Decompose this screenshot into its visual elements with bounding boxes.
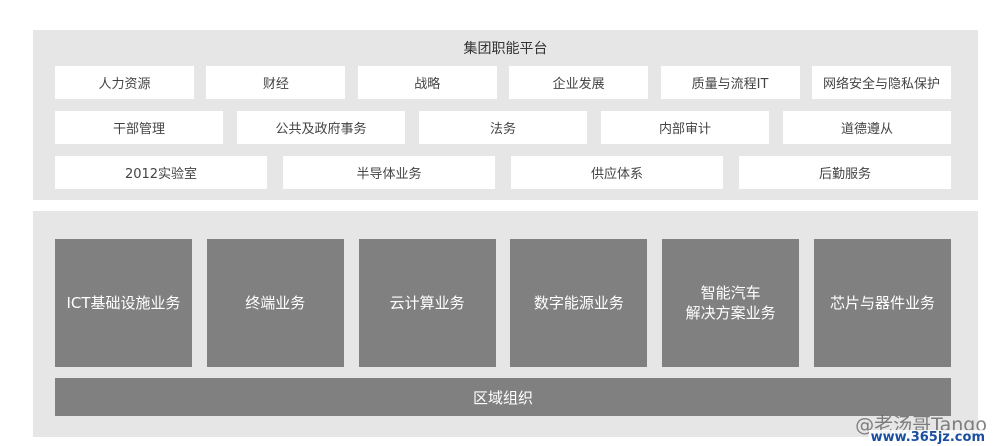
- business-unit-consumer: 终端业务: [206, 239, 344, 367]
- platform-item: 公共及政府事务: [237, 111, 405, 144]
- business-unit-ict: ICT基础设施业务: [55, 239, 192, 367]
- group-functional-platform-panel: 集团职能平台 人力资源 财经 战略 企业发展 质量与流程IT 网络安全与隐私保护…: [33, 30, 978, 200]
- platform-item: 人力资源: [55, 66, 194, 99]
- platform-item: 质量与流程IT: [660, 66, 800, 99]
- business-unit-chips-devices: 芯片与器件业务: [813, 239, 951, 367]
- platform-row-3: 2012实验室 半导体业务 供应体系 后勤服务: [55, 156, 951, 189]
- business-unit-label: 数字能源业务: [533, 294, 624, 312]
- business-unit-cloud: 云计算业务: [358, 239, 496, 367]
- business-unit-digital-power: 数字能源业务: [510, 239, 648, 367]
- business-unit-intelligent-automotive: 智能汽车 解决方案业务: [662, 239, 800, 367]
- platform-item: 内部审计: [601, 111, 769, 144]
- platform-item: 干部管理: [55, 111, 223, 144]
- platform-item: 供应体系: [511, 156, 723, 189]
- platform-item: 道德遵从: [783, 111, 951, 144]
- business-groups-panel: ICT基础设施业务 终端业务 云计算业务 数字能源业务 智能汽车 解决方案业务 …: [33, 211, 978, 437]
- platform-item: 法务: [419, 111, 587, 144]
- platform-item: 财经: [206, 66, 346, 99]
- platform-item: 半导体业务: [283, 156, 495, 189]
- platform-item: 网络安全与隐私保护: [811, 66, 951, 99]
- business-unit-label: 终端业务: [245, 294, 306, 312]
- business-unit-label-line2: 解决方案业务: [685, 304, 776, 322]
- business-unit-label: 芯片与器件业务: [829, 294, 935, 312]
- business-unit-label: 云计算业务: [389, 294, 465, 312]
- platform-title: 集团职能平台: [463, 41, 548, 57]
- platform-row-1: 人力资源 财经 战略 企业发展 质量与流程IT 网络安全与隐私保护: [55, 66, 951, 99]
- business-unit-label-line1: 智能汽车: [700, 284, 761, 302]
- platform-row-2: 干部管理 公共及政府事务 法务 内部审计 道德遵从: [55, 111, 951, 144]
- platform-item: 2012实验室: [55, 156, 267, 189]
- business-units-row: ICT基础设施业务 终端业务 云计算业务 数字能源业务 智能汽车 解决方案业务 …: [55, 239, 951, 367]
- platform-item: 企业发展: [509, 66, 649, 99]
- platform-item: 后勤服务: [739, 156, 951, 189]
- platform-item: 战略: [357, 66, 497, 99]
- site-watermark: www.365jz.com: [868, 430, 987, 445]
- regional-organization-bar: 区域组织: [55, 378, 951, 416]
- business-unit-label: ICT基础设施业务: [66, 294, 181, 312]
